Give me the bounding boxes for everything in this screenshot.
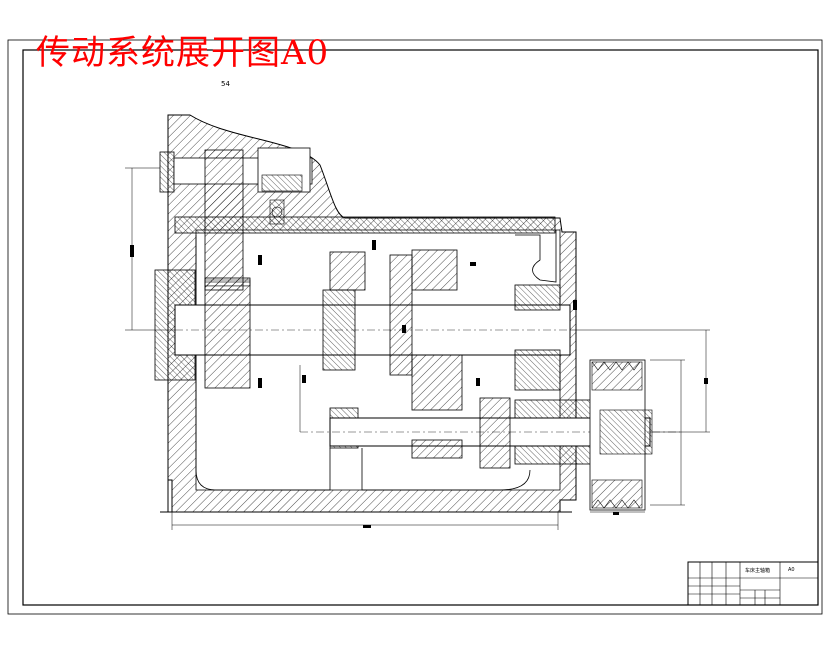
title-block-name: 车床主轴箱: [745, 568, 771, 574]
part-labels: [130, 240, 708, 528]
top-shaft-assembly: [159, 147, 313, 291]
sheet-number: 54: [221, 80, 230, 88]
v-belt-pulley: [589, 359, 653, 511]
title-block-code: A0: [788, 567, 795, 573]
outer-frame: [7, 39, 823, 615]
title-block: [687, 561, 819, 606]
drawing-title: 传动系统展开图A0: [36, 33, 330, 73]
inner-frame: [22, 49, 819, 606]
